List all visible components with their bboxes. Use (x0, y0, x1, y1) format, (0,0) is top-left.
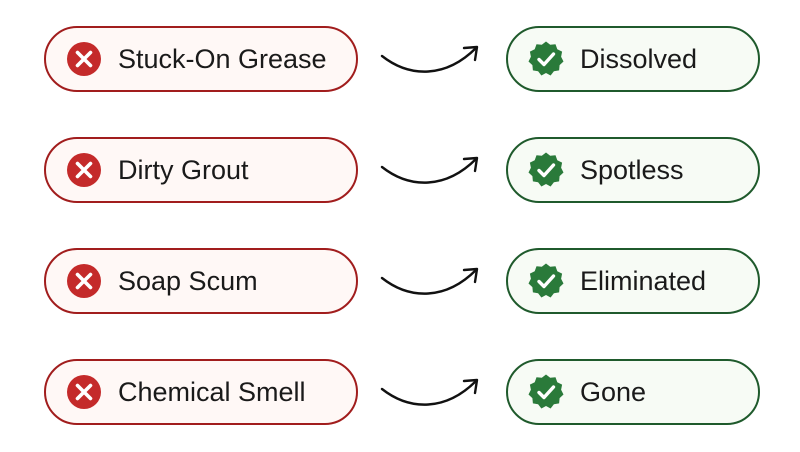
curved-arrow-icon (380, 45, 479, 73)
check-badge-icon (528, 152, 564, 187)
check-badge-icon (528, 41, 564, 76)
problem-pill: Stuck-On Grease (44, 26, 358, 92)
problem-label: Stuck-On Grease (118, 43, 327, 74)
curved-arrow-icon (380, 267, 479, 295)
check-badge-icon (528, 374, 564, 409)
solution-label: Gone (580, 376, 647, 407)
problem-pill: Chemical Smell (44, 359, 358, 425)
problem-label: Soap Scum (118, 265, 258, 296)
solution-pill: Gone (506, 359, 760, 425)
x-circle-icon (67, 375, 101, 409)
x-circle-icon (67, 42, 101, 76)
problem-pill: Dirty Grout (44, 137, 358, 203)
problem-label: Chemical Smell (118, 376, 306, 407)
curved-arrow-icon (380, 378, 479, 406)
solution-label: Eliminated (580, 265, 707, 296)
problem-label: Dirty Grout (118, 154, 249, 185)
solution-pill: Spotless (506, 137, 760, 203)
problem-pill: Soap Scum (44, 248, 358, 314)
x-circle-icon (67, 153, 101, 187)
curved-arrow-icon (380, 156, 479, 184)
solution-label: Spotless (580, 154, 684, 185)
solution-label: Dissolved (580, 43, 698, 74)
check-badge-icon (528, 263, 564, 298)
solution-pill: Dissolved (506, 26, 760, 92)
x-circle-icon (67, 264, 101, 298)
solution-pill: Eliminated (506, 248, 760, 314)
